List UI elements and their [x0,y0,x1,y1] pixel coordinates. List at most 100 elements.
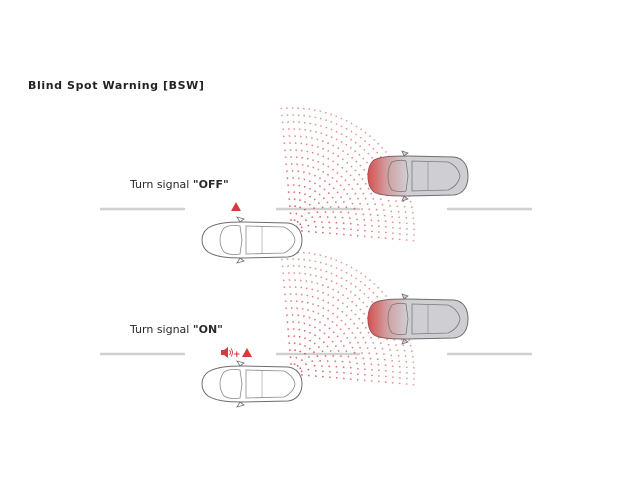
radar-dot [303,171,305,174]
radar-dot [395,344,397,346]
radar-dot [317,161,320,163]
radar-dot [330,280,333,282]
radar-dot [381,290,383,293]
radar-dot [390,354,393,357]
radar-dot [308,212,310,214]
radar-dot [314,267,317,270]
radar-dot [307,309,309,311]
radar-dot [314,326,316,329]
radar-dot [343,188,345,191]
radar-dot [412,217,415,220]
radar-dot [304,352,306,355]
radar-dot [345,279,348,282]
radar-dot [293,191,296,194]
radar-dot [341,166,344,169]
radar-dot [345,143,348,146]
radar-dot [371,224,373,227]
radar-dot [336,316,339,318]
radar-dot [322,155,325,158]
radar-dot [311,144,314,147]
radar-dot [305,280,308,282]
radar-dot [304,337,306,340]
radar-dot [340,277,343,279]
radar-dot [354,141,357,144]
radar-dot [346,161,349,164]
radar-dot [293,342,296,344]
radar-dot [349,341,351,344]
radar-dot [302,107,305,110]
radar-dot [364,197,367,200]
radar-dot [327,336,330,339]
radar-dot [337,350,340,352]
radar-dot [356,234,359,237]
page-title: Blind Spot Warning [BSW] [28,79,205,92]
radar-dot [313,109,316,112]
radar-dot [331,177,334,179]
radar-dot [311,295,314,298]
radar-dot [349,318,352,321]
radar-dot [370,219,373,222]
radar-dot [308,347,311,350]
radar-dot [300,226,303,229]
radar-dot [381,203,384,206]
radar-dot [332,211,335,213]
radar-dot [308,374,310,377]
radar-dot [325,126,328,129]
radar-dot [329,226,331,229]
radar-dot [359,145,361,148]
plus-sign: + [233,350,241,360]
radar-dot [287,128,290,131]
radar-dot [384,237,387,240]
radar-dot [383,353,385,355]
radar-dot [335,365,338,368]
radar-dot [340,340,342,342]
radar-dot [384,381,387,384]
radar-dot [337,147,340,150]
radar-dot [385,226,387,228]
radar-dot [351,188,354,190]
radar-dot [321,284,324,287]
radar-dot [355,213,357,215]
radar-dot [288,198,291,201]
radar-dot [289,205,291,208]
radar-dot [292,258,294,260]
radar-dot [359,164,362,167]
radar-dot [311,288,314,291]
radar-dot [282,272,285,275]
radar-dot [293,128,296,130]
radar-dot [330,265,333,267]
radar-dot [354,192,357,195]
radar-dot [308,259,311,262]
radar-dot [301,156,304,159]
radar-dot [316,355,319,358]
radar-dot [286,314,288,317]
radar-dot [358,173,361,176]
radar-dot [300,149,303,152]
radar-dot [406,233,408,236]
radar-dot [384,220,387,223]
radar-dot [311,360,314,362]
radar-dot [289,356,292,358]
radar-dot [370,380,373,382]
radar-dot [322,341,325,344]
radar-dot [359,136,362,139]
radar-dot [370,192,372,195]
radar-dot [327,165,330,168]
radar-dot [332,152,335,155]
radar-dot [332,355,335,357]
radar-dot [336,191,339,194]
radar-dot [327,309,330,312]
radar-dot [287,191,290,194]
radar-dot [377,363,380,366]
radar-dot [308,230,310,233]
radar-dot [354,285,357,288]
radar-dot [398,221,401,224]
radar-dot [314,190,316,193]
radar-dot [298,184,301,187]
radar-dot [306,150,309,153]
radar-dot [322,171,325,173]
radar-dot [366,161,369,164]
radar-dot [350,138,353,141]
radar-dot [289,212,292,215]
radar-dot [340,319,343,322]
